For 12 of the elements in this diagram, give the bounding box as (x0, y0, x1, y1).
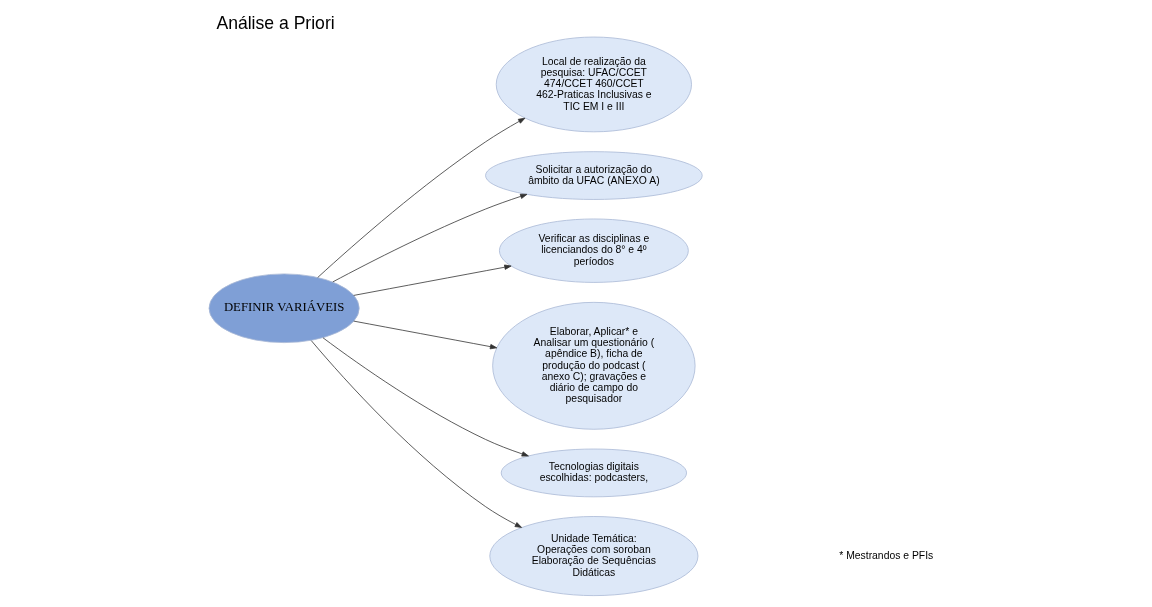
arrow (322, 337, 529, 457)
node-ellipse: DEFINIR VARIÁVEIS (208, 273, 360, 343)
diagram-title: Análise a Priori (215, 12, 335, 33)
label: * Mestrandos e PFIs (838, 549, 933, 561)
node-ellipse: Local de realização da pesquisa: UFAC/CCET 474/CCET 460/CCET 462-Praticas Inclusivas e TIC EM I e III (495, 36, 692, 133)
arrow (310, 340, 522, 528)
node-ellipse: Unidade Temática: Operações com soroban Elaboração de Sequências Didáticas (488, 516, 698, 596)
arrow (352, 264, 511, 296)
arrow (352, 320, 497, 350)
node-ellipse: Verificar as disciplinas e licenciandos do 8° e 4º períodos (498, 218, 689, 283)
arrow (331, 193, 527, 283)
arrow (316, 117, 525, 278)
